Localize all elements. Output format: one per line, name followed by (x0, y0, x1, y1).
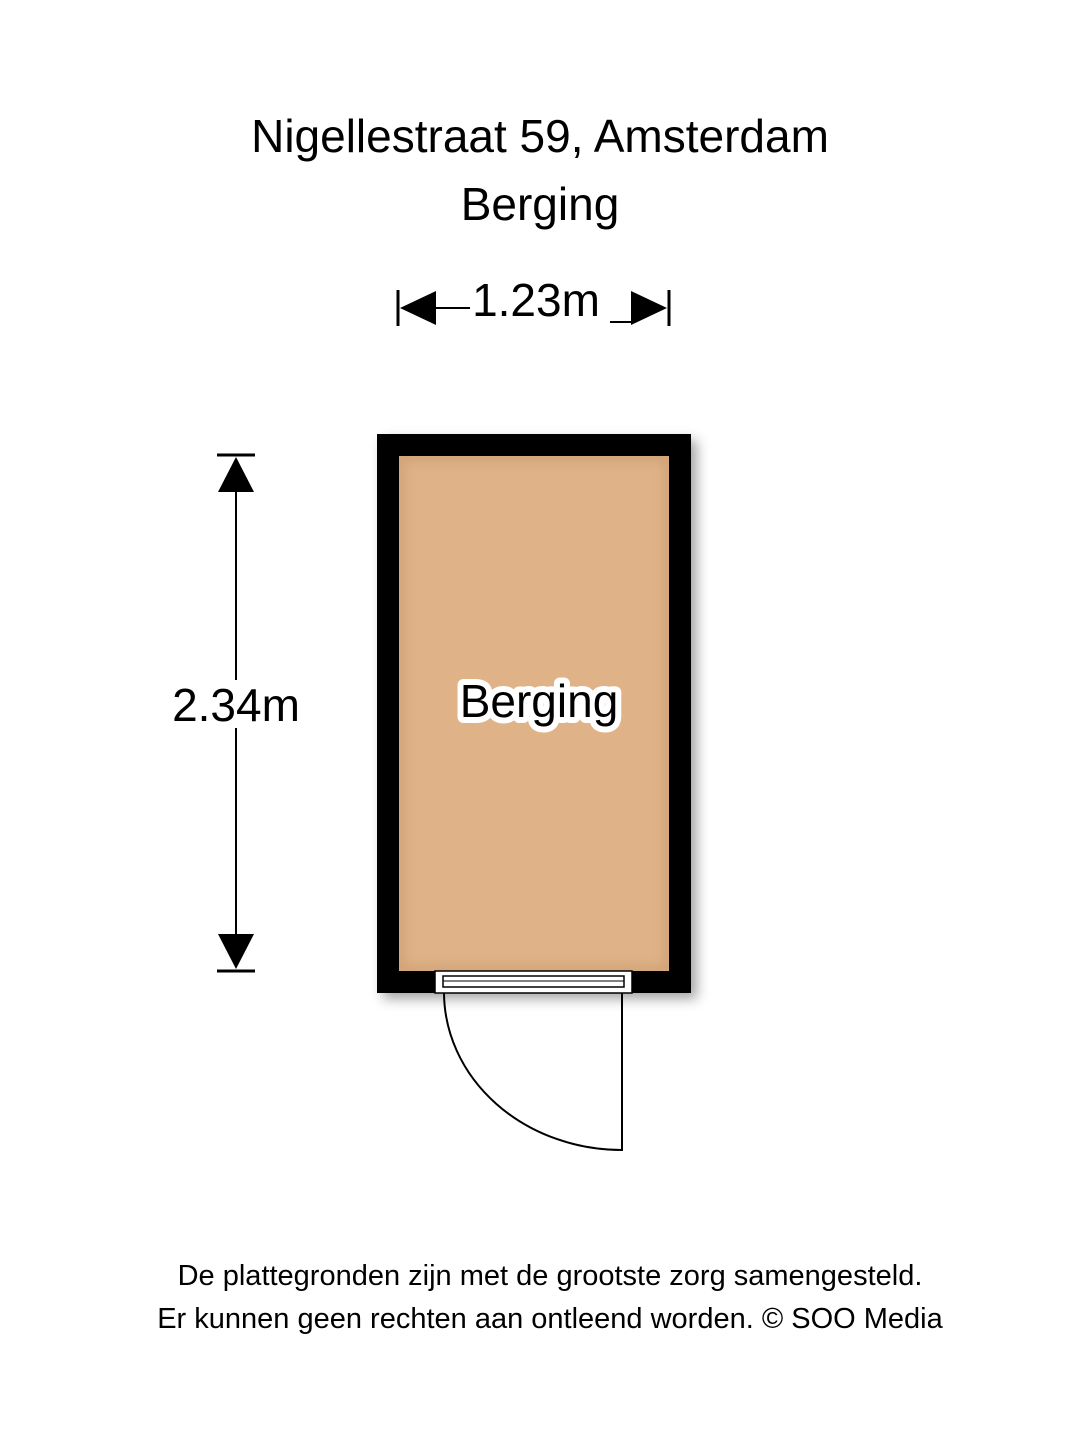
page-title: Nigellestraat 59, Amsterdam (251, 110, 829, 162)
disclaimer-line-2: Er kunnen geen rechten aan ontleend word… (157, 1303, 943, 1335)
disclaimer-line-1: De plattegronden zijn met de grootste zo… (177, 1260, 923, 1292)
room-storage (377, 434, 691, 993)
arrow-down-icon (218, 934, 254, 969)
arrow-left-icon (400, 291, 436, 325)
width-label: 1.23m (472, 274, 600, 326)
arrow-up-icon (218, 457, 254, 492)
room-label: Berging (460, 675, 619, 727)
arrow-right-icon (631, 291, 667, 325)
floor-name: Berging (460, 178, 620, 230)
door-swing-icon (443, 992, 623, 1152)
width-dimension: 1.23m (396, 274, 671, 326)
door (434, 970, 633, 1152)
depth-dimension: 2.34m (172, 453, 300, 973)
depth-label: 2.34m (172, 679, 300, 731)
